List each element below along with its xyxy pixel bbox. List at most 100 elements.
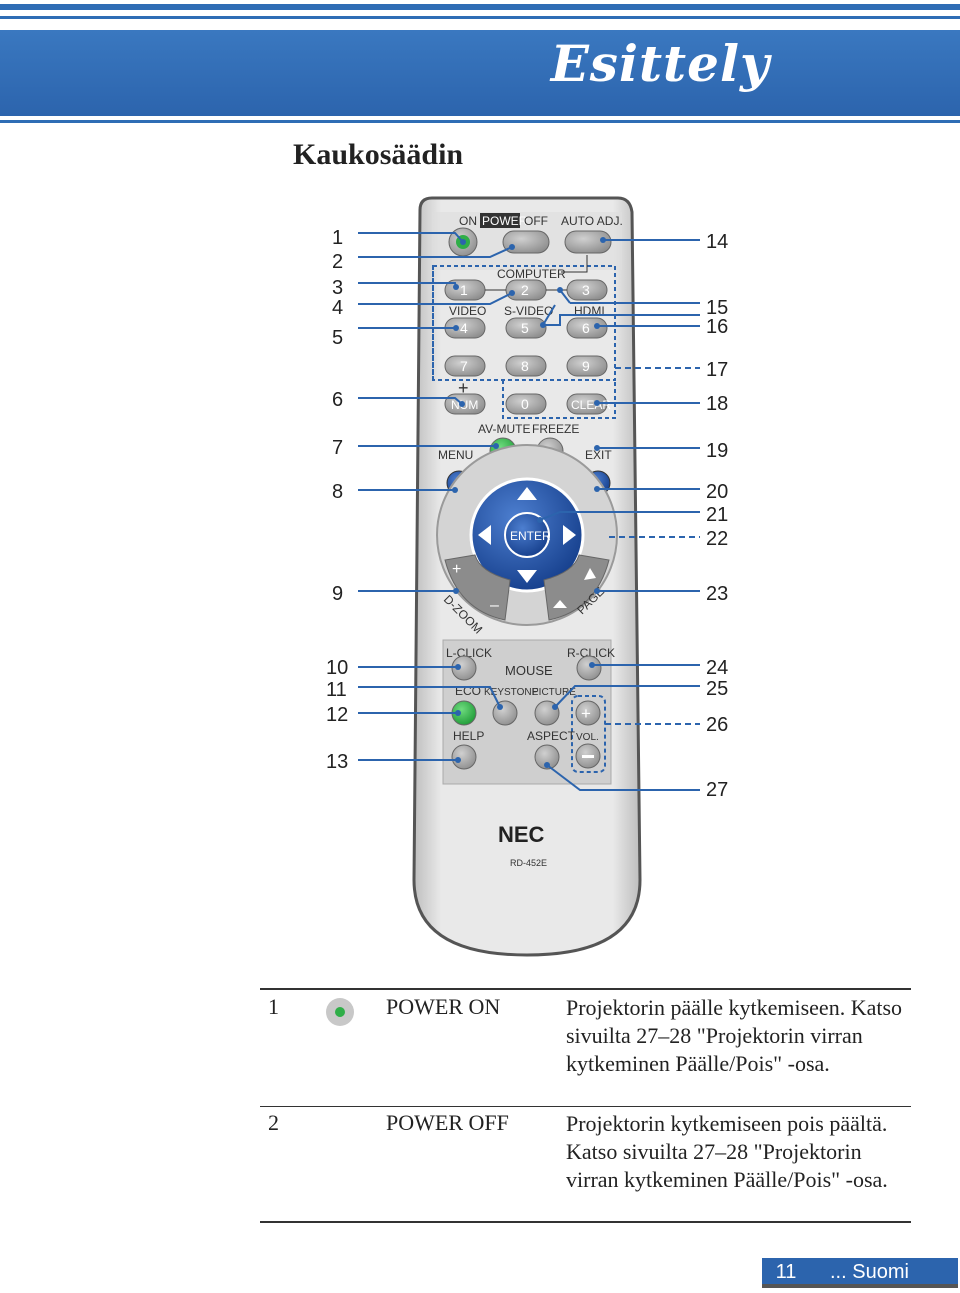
svg-text:3: 3: [332, 277, 343, 299]
plus-label: +: [458, 378, 469, 398]
help-button[interactable]: [451, 744, 477, 770]
svg-text:20: 20: [706, 481, 728, 503]
svg-text:17: 17: [706, 359, 728, 381]
r-click-label: R-CLICK: [567, 646, 615, 660]
brand-logo: NEC: [498, 822, 545, 847]
clear-key[interactable]: CLEAR: [566, 393, 611, 415]
table-mid-rule: [260, 1106, 911, 1107]
header-band: [0, 30, 960, 116]
svg-text:13: 13: [326, 751, 348, 773]
key-6[interactable]: 6: [566, 317, 608, 339]
header-stripe-bottom: [0, 120, 960, 123]
dzoom-segment[interactable]: [444, 554, 511, 621]
model-label: RD-452E: [510, 858, 547, 868]
svg-text:10: 10: [326, 657, 348, 679]
auto-adj-button[interactable]: [564, 230, 612, 254]
row-button-name: POWER ON: [386, 994, 501, 1019]
remote-diagram: ON POWER OFF AUTO ADJ. COMPUTER 1 2 3 VI…: [326, 196, 728, 957]
picture-label: PICTURE: [532, 687, 576, 698]
mouse-label: MOUSE: [505, 663, 553, 678]
svg-text:11: 11: [326, 679, 347, 701]
table-top-rule: [260, 988, 911, 990]
help-label: HELP: [453, 729, 484, 743]
l-click-label: L-CLICK: [446, 646, 492, 660]
svg-text:6: 6: [332, 389, 343, 411]
computer-label: COMPUTER: [497, 267, 566, 281]
svg-text:1: 1: [460, 282, 468, 298]
vol-label: VOL.: [576, 732, 599, 743]
key-8[interactable]: 8: [505, 355, 547, 377]
vol-group-outline: [571, 695, 606, 773]
off-label: OFF: [524, 214, 548, 228]
vol-up-button[interactable]: [575, 700, 601, 726]
svg-text:21: 21: [706, 504, 728, 526]
header-stripe-thin: [0, 16, 960, 19]
svg-text:24: 24: [706, 657, 728, 679]
dzoom-minus-label: –: [490, 597, 499, 614]
svg-text:6: 6: [582, 320, 590, 336]
enter-label: ENTER: [510, 529, 551, 543]
chapter-title: Esittely: [550, 34, 770, 93]
vol-plus-icon: +: [581, 704, 591, 723]
callout-leaders-left: [358, 232, 513, 761]
keystone-label: KEYSTONE: [484, 687, 539, 698]
language-label: ... Suomi: [810, 1258, 958, 1286]
key-9[interactable]: 9: [566, 355, 608, 377]
row-description: Projektorin päälle kytkemiseen. Katso si…: [566, 995, 903, 1076]
power-label-box: [480, 213, 520, 228]
left-arrow-icon: [478, 525, 491, 545]
svg-text:12: 12: [326, 704, 348, 726]
svg-text:3: 3: [582, 282, 590, 298]
key-3[interactable]: 3: [566, 279, 608, 301]
svg-text:25: 25: [706, 678, 728, 700]
table-bottom-rule: [260, 1221, 911, 1223]
keystone-button[interactable]: [492, 700, 518, 726]
svg-text:23: 23: [706, 583, 728, 605]
up-arrow-icon: [517, 487, 537, 500]
s-video-label: S-VIDEO: [504, 304, 553, 318]
svg-text:18: 18: [706, 393, 728, 415]
exit-label: EXIT: [585, 448, 612, 462]
row-description: Projektorin kytkemiseen pois päältä. Kat…: [566, 1111, 888, 1192]
page-footer: 11 ... Suomi: [762, 1258, 958, 1288]
svg-text:9: 9: [332, 583, 343, 605]
menu-label: MENU: [438, 448, 473, 462]
svg-text:14: 14: [706, 231, 728, 253]
video-label: VIDEO: [449, 304, 486, 318]
svg-text:26: 26: [706, 714, 728, 736]
row-button-name: POWER OFF: [386, 1110, 509, 1135]
page-up-icon: [553, 600, 567, 608]
enter-button[interactable]: [504, 512, 550, 558]
section-title: Kaukosäädin: [293, 138, 464, 171]
svg-text:5: 5: [521, 320, 529, 336]
row-number: 2: [268, 1110, 279, 1135]
r-click-button[interactable]: [576, 655, 602, 681]
power-label: POWER: [482, 214, 528, 228]
row-number: 1: [268, 994, 279, 1019]
svg-text:4: 4: [332, 297, 343, 319]
key-7[interactable]: 7: [444, 355, 486, 377]
callout-numbers-right: 14 15 16 17 18 19 20 21 22 23 24 25 26 2…: [706, 231, 728, 801]
aspect-label: ASPECT: [527, 729, 576, 743]
svg-text:0: 0: [521, 396, 529, 412]
page-number: 11: [762, 1258, 810, 1286]
svg-text:15: 15: [706, 297, 728, 319]
power-off-button[interactable]: [502, 230, 550, 254]
svg-text:4: 4: [460, 320, 468, 336]
on-label: ON: [459, 214, 477, 228]
svg-text:27: 27: [706, 779, 728, 801]
header-stripe-top: [0, 4, 960, 10]
aspect-button[interactable]: [534, 744, 560, 770]
key-5[interactable]: 5: [505, 317, 547, 339]
svg-text:8: 8: [521, 358, 529, 374]
svg-text:1: 1: [332, 227, 343, 249]
dzoom-plus-label: +: [452, 561, 461, 578]
page-down-icon: [584, 568, 596, 580]
key-0[interactable]: 0: [505, 393, 547, 415]
vol-minus-icon: [582, 755, 594, 758]
svg-text:7: 7: [332, 437, 343, 459]
svg-text:5: 5: [332, 327, 343, 349]
callout-leaders-right: [539, 239, 700, 791]
svg-text:19: 19: [706, 440, 728, 462]
svg-text:CLEAR: CLEAR: [571, 398, 611, 412]
